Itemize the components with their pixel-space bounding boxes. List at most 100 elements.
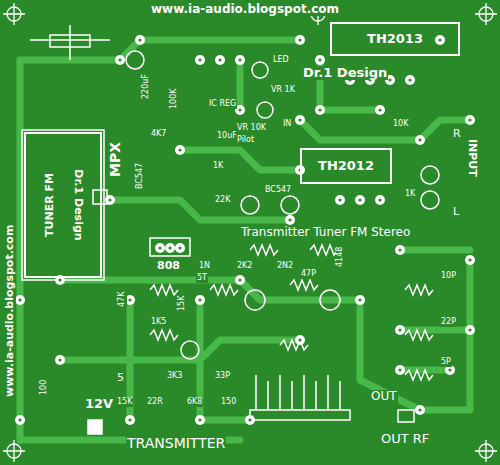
pad [15, 415, 25, 425]
pad [435, 35, 445, 45]
component-label: Dr.1 Design [72, 169, 84, 240]
pad-hole [288, 218, 291, 221]
pad-hole [388, 78, 391, 81]
component-value: VR 10K [236, 124, 267, 133]
pad [405, 75, 415, 85]
pad [375, 195, 385, 205]
component-value: 10uF [216, 132, 238, 141]
component-value: 100K [170, 87, 179, 110]
pad [355, 295, 365, 305]
copper-traces [20, 40, 470, 440]
website-watermark: www.ia-audio.blogspot.com [4, 224, 16, 398]
pad [155, 243, 165, 253]
component-value: VR 1K [270, 86, 296, 95]
component-value: IC REG [208, 100, 237, 109]
pad [415, 135, 425, 145]
resistor-symbols [150, 245, 433, 380]
board-label: INPUT [466, 138, 478, 178]
board-label: R [452, 128, 462, 140]
pad-hole [158, 246, 161, 249]
pad [335, 195, 345, 205]
pad [395, 325, 405, 335]
component-value: 47K [118, 291, 127, 308]
pad [315, 105, 325, 115]
resistor-zigzag [210, 285, 238, 295]
component-value: 22R [146, 398, 164, 407]
pad [195, 55, 205, 65]
pad-hole [338, 198, 341, 201]
pad-hole [398, 328, 401, 331]
pad [15, 295, 25, 305]
solder-pads [15, 35, 475, 425]
pad-hole [448, 368, 451, 371]
heatsink-fin [255, 375, 257, 410]
board-label: TRANSMITTER [126, 436, 226, 451]
board-title: Transmitter Tuner FM Stereo [240, 226, 411, 239]
resistor-zigzag [150, 285, 178, 295]
heatsink-fin [327, 375, 329, 410]
board-label: Dr.1 Design [302, 66, 388, 80]
pad [395, 365, 405, 375]
component-outline: TUNER FM Dr.1 Design [24, 132, 102, 278]
pad-hole [198, 298, 201, 301]
component-value: 4148 [336, 246, 345, 268]
pad-hole [398, 248, 401, 251]
pad-hole [238, 58, 241, 61]
pad-hole [198, 418, 201, 421]
corner-marks [3, 3, 497, 462]
component-value: 47P [300, 270, 317, 279]
pad-hole [238, 278, 241, 281]
pad-hole [408, 78, 411, 81]
pad-hole [108, 198, 111, 201]
component-value: 1N [198, 262, 211, 271]
pad-hole [58, 278, 61, 281]
pad [175, 243, 185, 253]
pad-hole [218, 58, 221, 61]
pad [235, 275, 245, 285]
pad [135, 35, 145, 45]
resistor-zigzag [310, 245, 338, 255]
heatsink-fin [291, 381, 293, 410]
component-value: 220uF [142, 73, 151, 100]
component-label: TH2013 [367, 32, 423, 46]
pad [175, 145, 185, 155]
silkscreen [22, 25, 439, 434]
pad-hole [238, 108, 241, 111]
heatsink-fin [267, 381, 269, 410]
pad [465, 255, 475, 265]
resistor-zigzag [290, 280, 318, 290]
pad-hole [318, 58, 321, 61]
pad [355, 195, 365, 205]
component-value: 10P [440, 272, 457, 281]
board-label: OUT RF [380, 432, 430, 446]
pad-hole [118, 58, 121, 61]
pad-hole [248, 418, 251, 421]
board-label: 808 [156, 260, 181, 272]
pad-hole [298, 338, 301, 341]
component-label: TUNER FM [44, 173, 56, 237]
pad-hole [18, 418, 21, 421]
pad-hole [18, 298, 21, 301]
pad-hole [298, 38, 301, 41]
pad [245, 415, 255, 425]
board-label: OUT [370, 390, 398, 403]
pad [415, 405, 425, 415]
component-value: 22K [214, 196, 231, 205]
pad [195, 415, 205, 425]
component-value: Pilot [236, 136, 255, 145]
component-value: 6K8 [186, 398, 203, 407]
pad-hole [418, 138, 421, 141]
component-value: 22P [440, 318, 457, 327]
pad [215, 55, 225, 65]
pad [465, 325, 475, 335]
component-value: 15K [178, 295, 187, 312]
pad [315, 55, 325, 65]
board-label: 5 [116, 372, 125, 384]
pad-hole [58, 358, 61, 361]
component-value: 10K [392, 120, 409, 129]
pad-hole [358, 298, 361, 301]
pad-hole [468, 118, 471, 121]
resistor-zigzag [250, 245, 278, 255]
